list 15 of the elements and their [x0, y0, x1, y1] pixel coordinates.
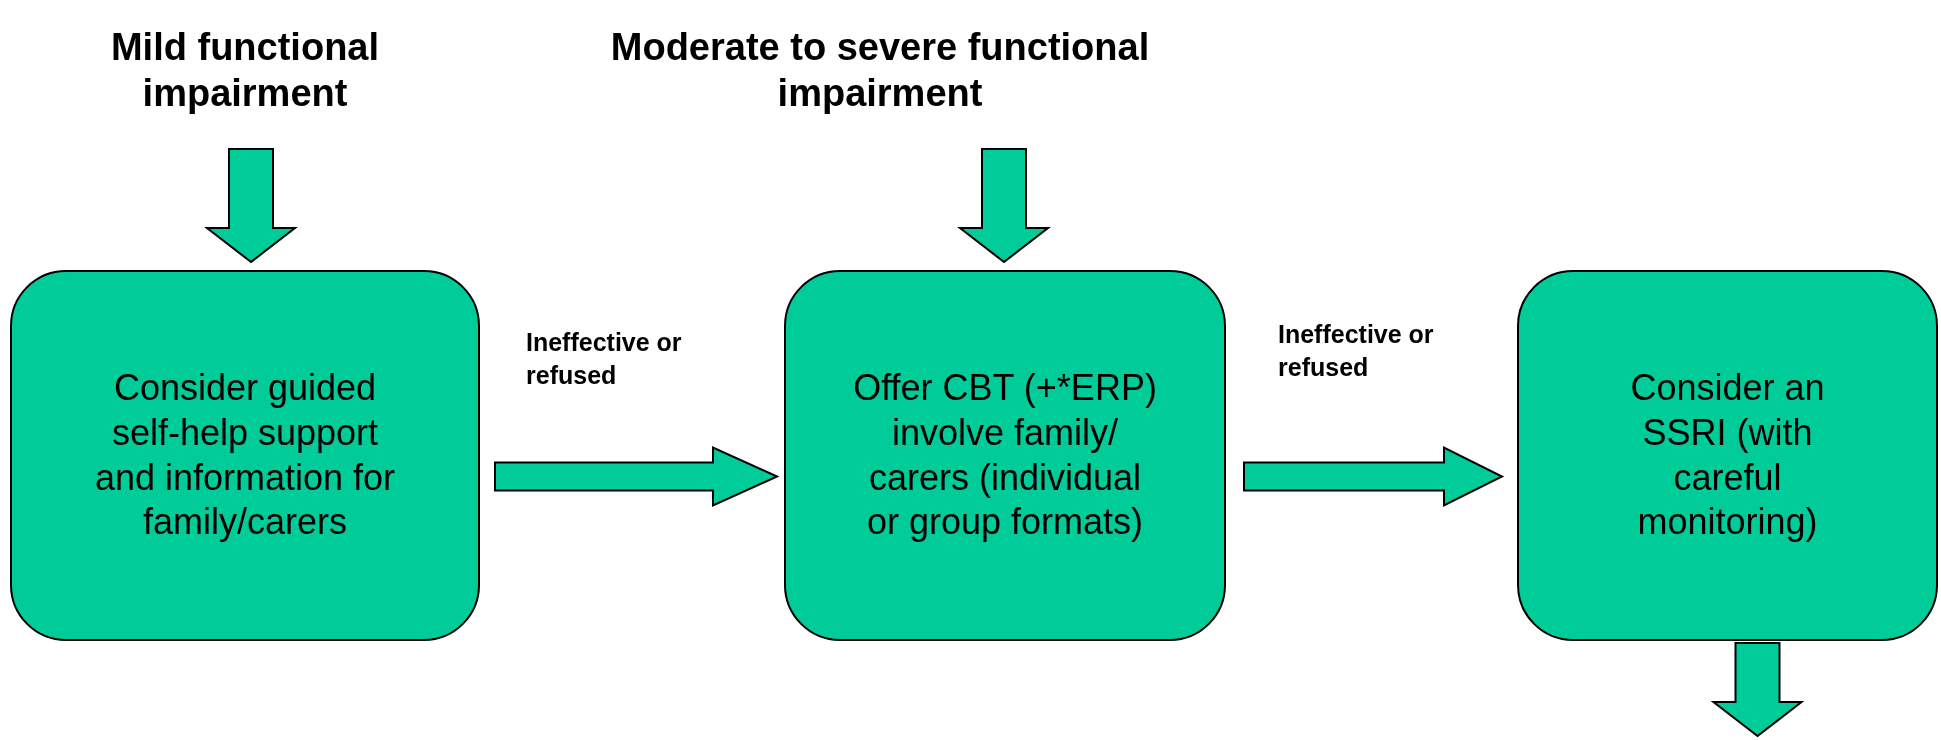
- box-text: Offer CBT (+*ERP) involve family/ carers (individual or group formats): [852, 366, 1158, 545]
- process-box: [1517, 270, 1938, 641]
- heading-text: Moderate to severe functional impairment: [609, 25, 1151, 116]
- block-arrow: [957, 148, 1051, 264]
- box-text: Consider an SSRI (with careful monitoring): [1629, 366, 1826, 545]
- heading-text: Mild functional impairment: [109, 25, 381, 116]
- box-text: Consider guided self-help support and information for family/carers: [93, 366, 397, 545]
- process-box: [784, 270, 1226, 641]
- edge-label: Ineffective or refused: [526, 327, 683, 391]
- edge-label: Ineffective or refused: [1278, 319, 1435, 383]
- process-box: [10, 270, 480, 641]
- block-arrow: [1243, 445, 1505, 508]
- block-arrow: [1710, 642, 1805, 738]
- block-arrow: [204, 148, 298, 264]
- block-arrow: [494, 445, 780, 508]
